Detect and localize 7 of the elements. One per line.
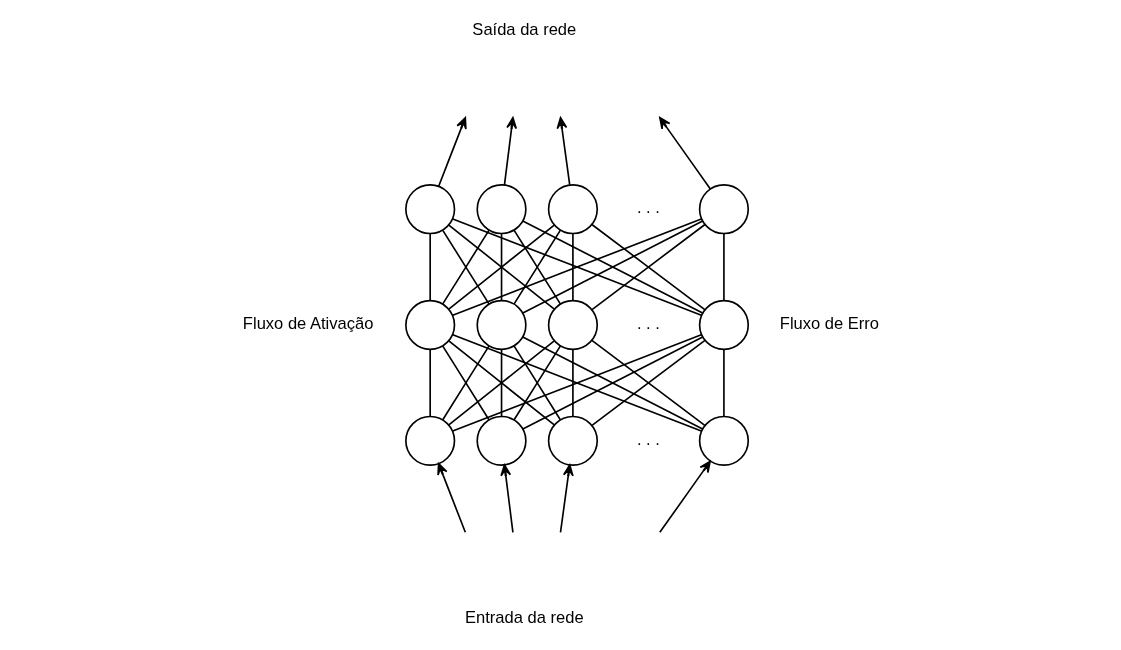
label: Saída da rede: [472, 19, 577, 39]
label: Fluxo de Ativação: [242, 313, 374, 333]
label: . . .: [636, 429, 660, 449]
label: . . .: [636, 198, 660, 218]
label: Entrada da rede: [465, 607, 584, 627]
label: Fluxo de Erro: [779, 313, 880, 333]
label: . . .: [636, 313, 660, 333]
